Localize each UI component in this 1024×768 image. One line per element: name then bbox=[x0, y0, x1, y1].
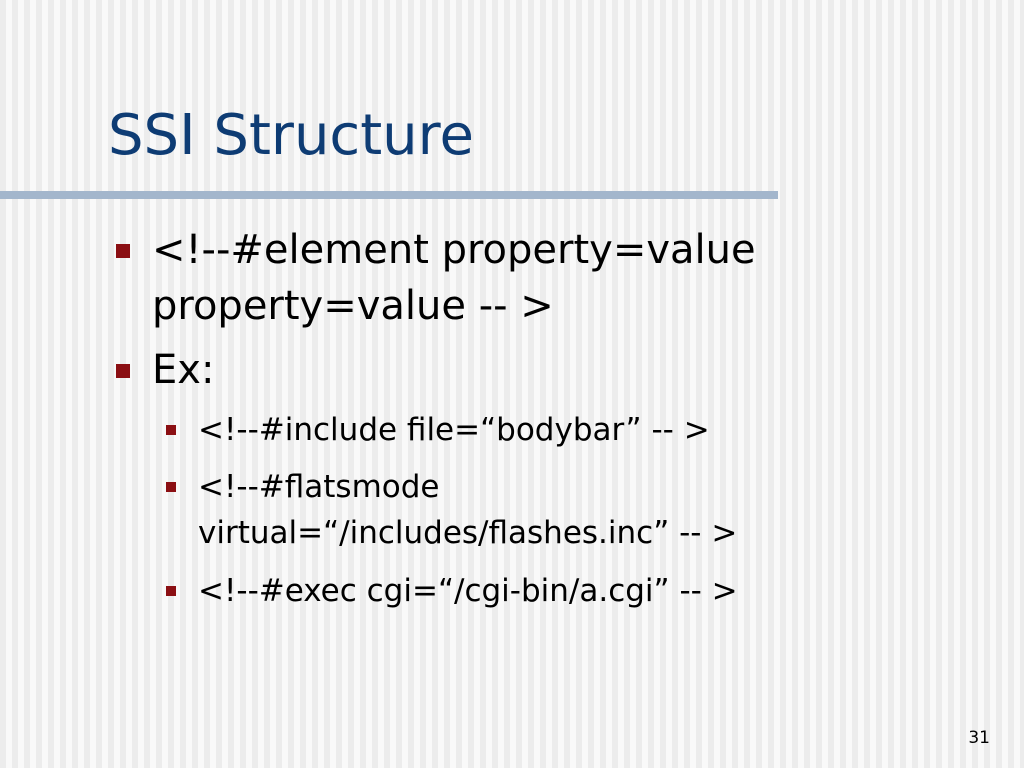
sub-bullet-item-exec: <!--#exec cgi=“/cgi-bin/a.cgi” -- > bbox=[166, 568, 958, 614]
square-bullet-icon bbox=[166, 586, 176, 596]
sub-bullet-item-include: <!--#include file=“bodybar” -- > bbox=[166, 407, 958, 453]
square-bullet-icon bbox=[166, 482, 176, 492]
square-bullet-icon bbox=[116, 244, 130, 258]
bullet-text: <!--#element property=value property=val… bbox=[152, 227, 756, 329]
bullet-item-example: Ex: bbox=[116, 342, 912, 398]
sub-bullet-text: <!--#exec cgi=“/cgi-bin/a.cgi” -- > bbox=[198, 573, 738, 609]
sub-bullet-item-flatsmode: <!--#flatsmode virtual=“/includes/flashe… bbox=[166, 464, 958, 556]
bullet-item-syntax: <!--#element property=value property=val… bbox=[116, 222, 912, 334]
title-underline-rule bbox=[0, 191, 778, 199]
square-bullet-icon bbox=[116, 364, 130, 378]
bullet-text: Ex: bbox=[152, 347, 215, 393]
sub-bullet-text: <!--#include file=“bodybar” -- > bbox=[198, 412, 710, 448]
sub-bullet-text: <!--#flatsmode virtual=“/includes/flashe… bbox=[198, 469, 738, 551]
square-bullet-icon bbox=[166, 425, 176, 435]
slide-title: SSI Structure bbox=[108, 103, 474, 168]
slide-page-number: 31 bbox=[968, 728, 990, 748]
